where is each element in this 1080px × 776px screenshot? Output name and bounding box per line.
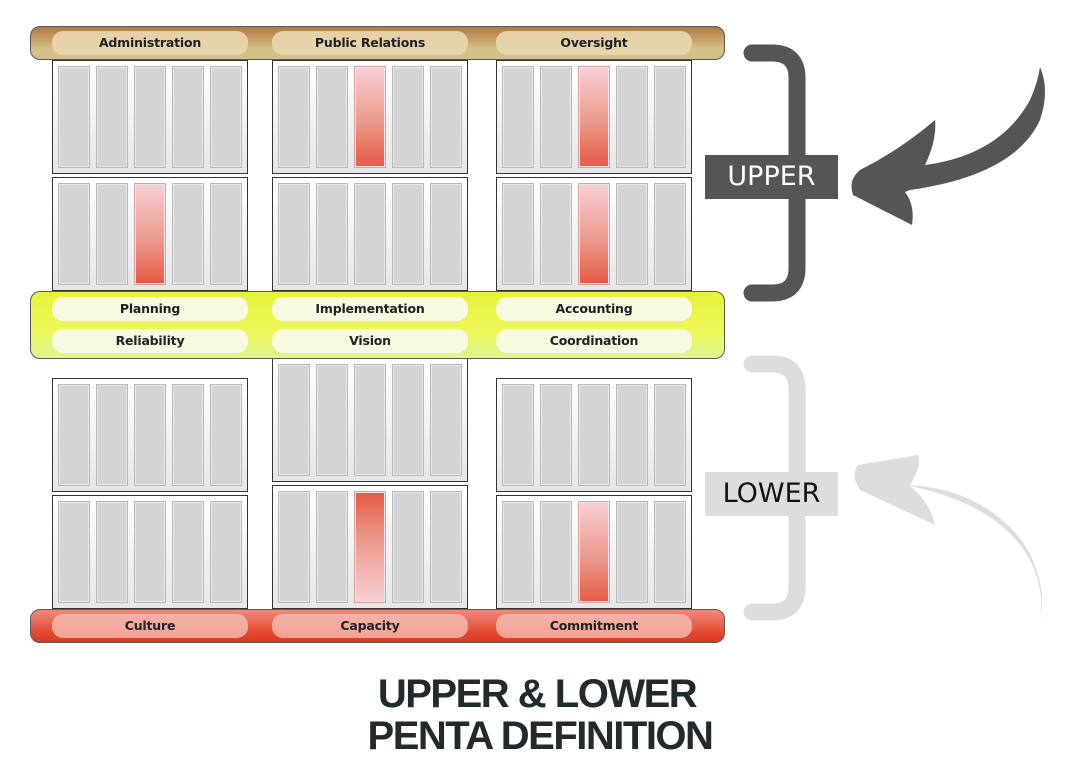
upper-box-r2-c2 (272, 177, 468, 291)
cell (354, 183, 386, 285)
cell (354, 364, 386, 476)
label-culture: Culture (52, 614, 248, 638)
top-bar: Administration Public Relations Oversigh… (30, 26, 725, 60)
lower-label: LOWER (705, 472, 838, 516)
cell (392, 66, 424, 168)
highlighted-cell (578, 183, 610, 285)
cell (392, 183, 424, 285)
cell (502, 384, 534, 486)
cell (96, 384, 128, 486)
cell (278, 491, 310, 603)
cell (210, 384, 242, 486)
label-accounting: Accounting (496, 297, 692, 321)
lower-arrow-icon (854, 455, 1043, 620)
label-commitment: Commitment (496, 614, 692, 638)
upper-box-r1-c1 (52, 60, 248, 174)
cell (316, 66, 348, 168)
lower-box-r1-c1 (52, 378, 248, 492)
cell (578, 384, 610, 486)
cell (210, 66, 242, 168)
cell (616, 501, 648, 603)
cell (134, 501, 166, 603)
cell (540, 384, 572, 486)
highlighted-cell (578, 501, 610, 603)
cell (96, 66, 128, 168)
cell (172, 384, 204, 486)
cell (540, 183, 572, 285)
highlighted-cell (354, 66, 386, 168)
cell (430, 183, 462, 285)
cell (58, 183, 90, 285)
title-line-1: UPPER & LOWER (377, 672, 698, 716)
label-planning: Planning (52, 297, 248, 321)
lower-box-r1-c2 (272, 358, 468, 482)
cell (430, 364, 462, 476)
label-coordination: Coordination (496, 329, 692, 353)
cell (430, 66, 462, 168)
label-capacity: Capacity (272, 614, 468, 638)
cell (654, 501, 686, 603)
bottom-bar: Culture Capacity Commitment (30, 609, 725, 643)
cell (210, 183, 242, 285)
cell (316, 364, 348, 476)
cell (172, 501, 204, 603)
cell (134, 384, 166, 486)
upper-box-r2-c1 (52, 177, 248, 291)
cell (502, 501, 534, 603)
cell (392, 491, 424, 603)
upper-label: UPPER (705, 155, 838, 199)
upper-arrow-icon (851, 67, 1045, 225)
middle-bar: Planning Implementation Accounting Relia… (30, 291, 725, 359)
cell (278, 183, 310, 285)
cell (316, 183, 348, 285)
label-administration: Administration (52, 31, 248, 55)
label-vision: Vision (272, 329, 468, 353)
cell (278, 364, 310, 476)
label-oversight: Oversight (496, 31, 692, 55)
lower-box-r2-c1 (52, 495, 248, 609)
lower-box-r2-c3 (496, 495, 692, 609)
cell (210, 501, 242, 603)
cell (278, 66, 310, 168)
cell (616, 384, 648, 486)
upper-box-r1-c2 (272, 60, 468, 174)
cell (654, 66, 686, 168)
highlighted-cell (578, 66, 610, 168)
upper-box-r1-c3 (496, 60, 692, 174)
upper-box-r2-c3 (496, 177, 692, 291)
cell (430, 491, 462, 603)
label-implementation: Implementation (272, 297, 468, 321)
label-reliability: Reliability (52, 329, 248, 353)
cell (316, 491, 348, 603)
cell (392, 364, 424, 476)
highlighted-cell (354, 491, 386, 603)
lower-box-r1-c3 (496, 378, 692, 492)
cell (96, 501, 128, 603)
cell (654, 384, 686, 486)
cell (540, 501, 572, 603)
cell (172, 183, 204, 285)
cell (540, 66, 572, 168)
cell (172, 66, 204, 168)
cell (502, 183, 534, 285)
cell (502, 66, 534, 168)
cell (134, 66, 166, 168)
highlighted-cell (134, 183, 166, 285)
cell (616, 66, 648, 168)
cell (58, 501, 90, 603)
cell (616, 183, 648, 285)
label-public-relations: Public Relations (272, 31, 468, 55)
cell (58, 384, 90, 486)
cell (96, 183, 128, 285)
lower-box-r2-c2 (272, 485, 468, 609)
cell (58, 66, 90, 168)
title-line-2: PENTA DEFINITION (367, 714, 714, 758)
cell (654, 183, 686, 285)
